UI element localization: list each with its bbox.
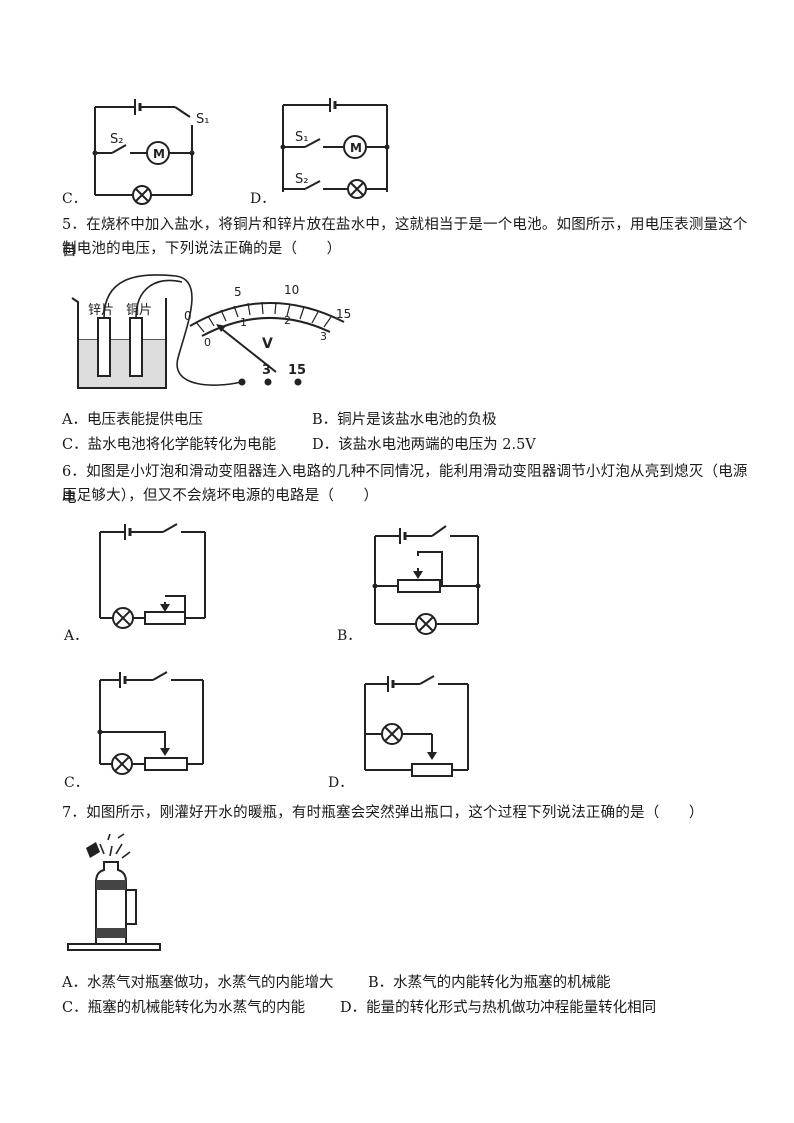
svg-text:15: 15 xyxy=(288,363,306,378)
q7-option-d: D．能量的转化形式与热机做功冲程能量转化相同 xyxy=(340,1000,657,1016)
q6-circuit-a xyxy=(99,523,206,629)
svg-text:0: 0 xyxy=(204,336,211,349)
svg-text:3: 3 xyxy=(320,330,327,343)
q5-option-c: C．盐水电池将化学能转化为电能 xyxy=(62,437,277,453)
q5-stem-line2: 制电池的电压，下列说法正确的是（ ） xyxy=(62,241,342,257)
q7-thermos-figure xyxy=(67,833,161,951)
q6-circuit-d xyxy=(364,675,469,777)
q7-option-b: B．水蒸气的内能转化为瓶塞的机械能 xyxy=(368,975,611,991)
svg-text:3: 3 xyxy=(262,363,271,378)
q5-battery-voltmeter-figure: 锌片 铜片 0 5 10 15 0 1 2 3 V 3 15 xyxy=(71,274,351,389)
q7-option-a: A．水蒸气对瓶塞做功，水蒸气的内能增大 xyxy=(62,975,334,991)
q6-circuit-b xyxy=(372,525,481,635)
q6-label-a: A． xyxy=(64,628,89,644)
terminal-3 xyxy=(264,378,272,386)
q6-label-d: D． xyxy=(328,775,354,791)
svg-text:15: 15 xyxy=(336,307,351,321)
q5-stem-line1: 5．在烧杯中加入盐水，将铜片和锌片放在盐水中，这就相当于是一个电池。如图所示，用… xyxy=(62,217,748,259)
svg-text:10: 10 xyxy=(284,283,299,297)
q4-option-c-label: C． xyxy=(62,191,87,207)
terminal-15 xyxy=(294,378,302,386)
q5-option-b: B．铜片是该盐水电池的负极 xyxy=(312,412,497,428)
copper-label: 铜片 xyxy=(126,303,152,318)
s2-label: S₂ xyxy=(110,132,123,147)
svg-text:M: M xyxy=(350,141,362,155)
zinc-label: 锌片 xyxy=(88,303,114,318)
q6-label-b: B． xyxy=(337,628,362,644)
cork-icon xyxy=(86,842,100,858)
q4-option-d-label: D． xyxy=(250,191,276,207)
terminal-negative xyxy=(238,378,246,386)
svg-text:S₂: S₂ xyxy=(295,172,308,187)
q5-option-a: A．电压表能提供电压 xyxy=(62,412,203,428)
q7-stem: 7．如图所示，刚灌好开水的暖瓶，有时瓶塞会突然弹出瓶口，这个过程下列说法正确的是… xyxy=(62,805,704,821)
svg-text:0: 0 xyxy=(184,309,192,323)
svg-text:1: 1 xyxy=(240,316,247,329)
motor-label: M xyxy=(153,147,165,161)
q4-circuit-d: S₁ S₂ M xyxy=(280,98,390,199)
svg-text:2: 2 xyxy=(284,314,291,327)
q6-stem-line1: 6．如图是小灯泡和滑动变阻器连入电路的几种不同情况，能利用滑动变阻器调节小灯泡从… xyxy=(62,464,748,506)
q4-circuit-c: S₁ S₂ M xyxy=(92,99,209,205)
s1-label: S₁ xyxy=(196,112,209,127)
q6-circuit-c xyxy=(97,671,204,775)
q5-option-d: D．该盐水电池两端的电压为 2.5V xyxy=(312,437,536,453)
voltmeter-symbol: V xyxy=(262,336,273,352)
q6-stem-line2: 压足够大），但又不会烧坏电源的电路是（ ） xyxy=(62,488,379,504)
svg-text:S₁: S₁ xyxy=(295,130,308,145)
q7-option-c: C．瓶塞的机械能转化为水蒸气的内能 xyxy=(62,1000,306,1016)
q6-label-c: C． xyxy=(64,775,89,791)
svg-text:5: 5 xyxy=(234,285,242,299)
